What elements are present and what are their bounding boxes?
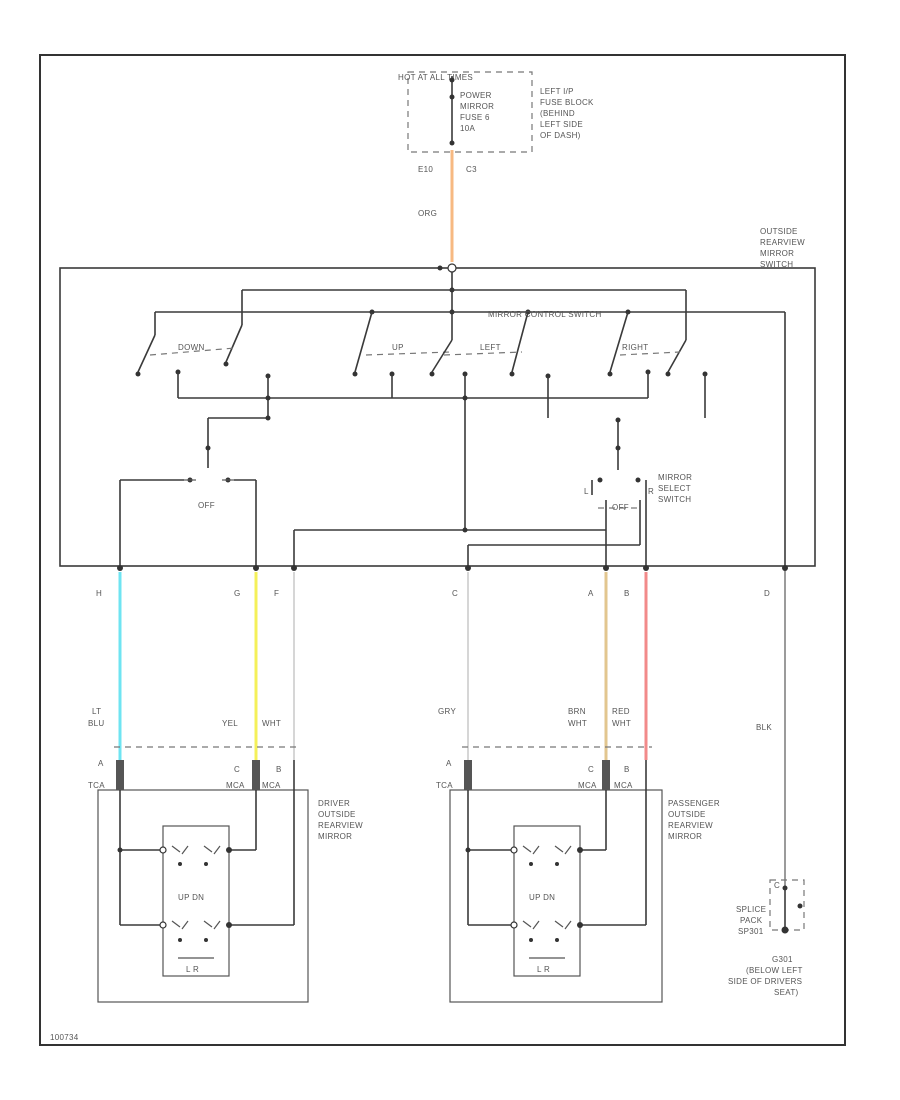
yel-wht-label: WHT xyxy=(262,719,281,728)
splice-pack: C SPLICE PACK SP301 xyxy=(736,879,805,936)
diagram-frame xyxy=(39,54,846,1046)
brn-label-1: BRN xyxy=(568,707,586,716)
switch-name-1: OUTSIDE xyxy=(760,227,798,236)
down-switch: DOWN xyxy=(135,324,243,377)
up-label: UP xyxy=(392,343,404,352)
red-label-1: RED xyxy=(612,707,630,716)
select-l-label: L xyxy=(584,487,589,496)
passenger-pin-b: B xyxy=(624,765,630,774)
org-wire-label: ORG xyxy=(418,209,437,218)
fuse-line-3: FUSE 6 xyxy=(460,113,490,122)
right-label: RIGHT xyxy=(622,343,648,352)
fuse-line-1: POWER xyxy=(460,91,492,100)
select-name-1: MIRROR xyxy=(658,473,692,482)
up-switch: UP xyxy=(352,311,451,377)
passenger-name-3: REARVIEW xyxy=(668,821,713,830)
select-name-3: SWITCH xyxy=(658,495,691,504)
mirror-control-switch-label: MIRROR CONTROL SWITCH xyxy=(488,310,602,319)
splice-line-3: SP301 xyxy=(738,927,764,936)
driver-mirror: A C B TCA MCA MCA DRIVER OUTSIDE REARVIE… xyxy=(88,746,363,1003)
off-label: OFF xyxy=(198,501,215,510)
ground-line-3: SIDE OF DRIVERS xyxy=(728,977,802,986)
fuse-location-1: LEFT I/P xyxy=(540,87,574,96)
driver-pin-a: A xyxy=(98,759,104,768)
fuse-line-4: 10A xyxy=(460,124,475,133)
splice-line-1: SPLICE xyxy=(736,905,766,914)
pin-f: F xyxy=(274,589,279,598)
fuse-header: HOT AT ALL TIMES xyxy=(398,73,473,82)
passenger-motor-label: UP DN xyxy=(529,893,555,902)
driver-motor-label: UP DN xyxy=(178,893,204,902)
passenger-name-1: PASSENGER xyxy=(668,799,720,808)
gry-label: GRY xyxy=(438,707,456,716)
switch-name-3: MIRROR xyxy=(760,249,794,258)
splice-pin: C xyxy=(774,881,780,890)
diagram-id: 100734 xyxy=(50,1033,79,1042)
ground-line-4: SEAT) xyxy=(774,988,799,997)
fuse-location-3: (BEHIND xyxy=(540,109,575,118)
driver-motor-bottom: L R xyxy=(186,965,199,974)
driver-conn-b: MCA xyxy=(262,781,281,790)
right-switch: RIGHT xyxy=(607,311,687,377)
down-label: DOWN xyxy=(178,343,205,352)
ground-line-2: (BELOW LEFT xyxy=(746,966,803,975)
pin-g: G xyxy=(234,589,241,598)
passenger-conn-a: TCA xyxy=(436,781,453,790)
passenger-mirror: A C B TCA MCA MCA PASSENGER OUTSIDE REAR… xyxy=(436,746,720,1003)
lt-blu-label-1: LT xyxy=(92,707,101,716)
passenger-name-2: OUTSIDE xyxy=(668,810,706,819)
driver-name-4: MIRROR xyxy=(318,832,352,841)
fuse-location-2: FUSE BLOCK xyxy=(540,98,594,107)
splice-line-2: PACK xyxy=(740,916,763,925)
passenger-conn-c: MCA xyxy=(578,781,597,790)
brn-label-2: WHT xyxy=(568,719,587,728)
driver-conn-a: TCA xyxy=(88,781,105,790)
fuse-location-4: LEFT SIDE xyxy=(540,120,583,129)
switch-assembly: OUTSIDE REARVIEW MIRROR SWITCH MIRROR CO… xyxy=(59,227,816,567)
pin-a: A xyxy=(588,589,594,598)
passenger-pin-a: A xyxy=(446,759,452,768)
yel-label: YEL xyxy=(222,719,238,728)
harness-wires: LT BLU YEL WHT GRY BRN WHT RED WHT BLK xyxy=(88,565,788,888)
driver-pin-b: B xyxy=(276,765,282,774)
select-r-label: R xyxy=(648,487,654,496)
driver-name-2: OUTSIDE xyxy=(318,810,356,819)
passenger-pin-c: C xyxy=(588,765,594,774)
passenger-motor-bottom: L R xyxy=(537,965,550,974)
select-name-2: SELECT xyxy=(658,484,691,493)
ground-location: G301 (BELOW LEFT SIDE OF DRIVERS SEAT) xyxy=(728,955,803,997)
switch-name-4: SWITCH xyxy=(760,260,793,269)
blk-label: BLK xyxy=(756,723,772,732)
driver-pin-c: C xyxy=(234,765,240,774)
ground-line-1: G301 xyxy=(772,955,793,964)
driver-conn-c: MCA xyxy=(226,781,245,790)
fuse-location-5: OF DASH) xyxy=(540,131,581,140)
fuse-line-2: MIRROR xyxy=(460,102,494,111)
left-label: LEFT xyxy=(480,343,501,352)
red-label-2: WHT xyxy=(612,719,631,728)
lt-blu-label-2: BLU xyxy=(88,719,104,728)
passenger-conn-b: MCA xyxy=(614,781,633,790)
switch-pins: H G F C A B D xyxy=(96,589,770,598)
switch-name-2: REARVIEW xyxy=(760,238,805,247)
pin-d: D xyxy=(764,589,770,598)
driver-name-3: REARVIEW xyxy=(318,821,363,830)
fuse-block: HOT AT ALL TIMES POWER MIRROR FUSE 6 10A… xyxy=(398,71,594,218)
pin-h: H xyxy=(96,589,102,598)
passenger-name-4: MIRROR xyxy=(668,832,702,841)
left-switch: LEFT xyxy=(429,311,529,377)
pin-b: B xyxy=(624,589,630,598)
driver-name-1: DRIVER xyxy=(318,799,350,808)
fuse-connector: C3 xyxy=(466,165,477,174)
pin-c: C xyxy=(452,589,458,598)
fuse-pin: E10 xyxy=(418,165,433,174)
